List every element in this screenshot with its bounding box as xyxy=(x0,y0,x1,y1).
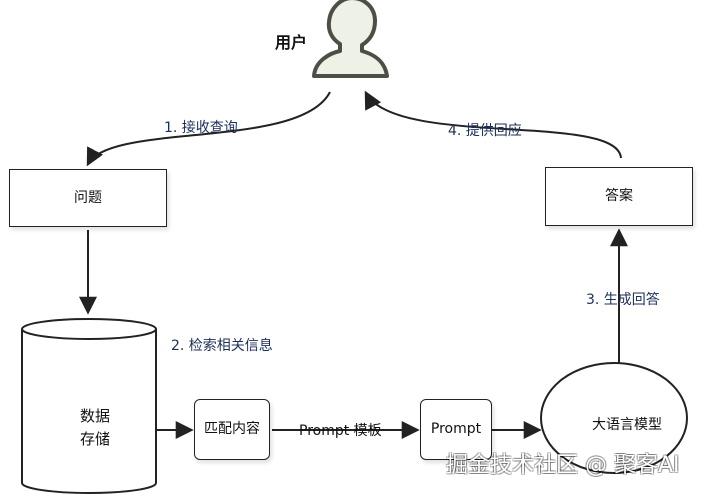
match-label: 匹配内容 xyxy=(204,421,260,438)
answer-label: 答案 xyxy=(605,188,633,205)
question-box: 问题 xyxy=(9,169,167,227)
llm-label: 大语言模型 xyxy=(592,417,662,433)
question-label: 问题 xyxy=(74,189,102,206)
edge-label-receive-query: 1. 接收查询 xyxy=(164,120,238,136)
storage-label: 数据 存储 xyxy=(79,407,110,448)
edge-label-generate-answer: 3. 生成回答 xyxy=(586,292,660,308)
watermark: 掘金技术社区 @ 聚客AI xyxy=(446,453,680,478)
prompt-box: Prompt xyxy=(420,399,492,460)
prompt-label: Prompt xyxy=(430,421,482,438)
answer-box: 答案 xyxy=(545,167,693,226)
arrow-answer-to-user xyxy=(364,90,622,159)
match-box: 匹配内容 xyxy=(194,399,270,460)
edge-label-provide-response: 4. 提供回应 xyxy=(448,123,522,139)
user-icon xyxy=(312,0,389,78)
arrow-user-to-question xyxy=(86,91,331,167)
edge-label-retrieve-info: 2. 检索相关信息 xyxy=(171,338,273,354)
edge-label-prompt-template: Prompt 模板 xyxy=(299,423,382,439)
storage-cylinder xyxy=(21,318,157,494)
llm-ellipse xyxy=(540,362,688,474)
user-label: 用户 xyxy=(275,33,308,52)
